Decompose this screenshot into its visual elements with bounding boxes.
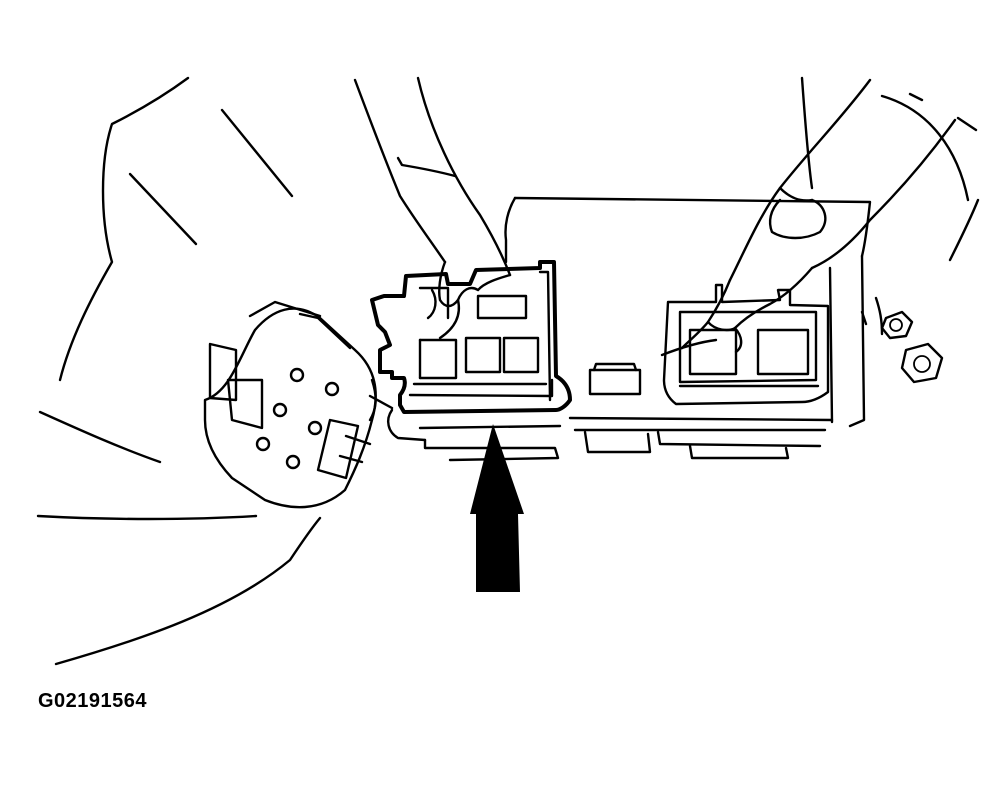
pointer-arrow xyxy=(470,424,524,592)
pin-4 xyxy=(307,420,323,436)
pin-1 xyxy=(289,367,305,383)
right-socket xyxy=(662,283,830,406)
pin-6 xyxy=(285,454,301,470)
pin-5 xyxy=(255,436,271,452)
detached-connector xyxy=(203,300,394,509)
figure-code: G02191564 xyxy=(38,690,148,712)
left-hand xyxy=(353,76,512,340)
background-contours xyxy=(36,76,980,666)
connector-pins xyxy=(255,367,340,470)
left-socket xyxy=(370,260,572,414)
pin-2 xyxy=(324,381,340,397)
junction-block xyxy=(386,196,872,462)
center-latch xyxy=(588,362,642,396)
mounting-bolts xyxy=(880,310,944,384)
right-hand xyxy=(660,78,957,357)
pin-3 xyxy=(272,402,288,418)
